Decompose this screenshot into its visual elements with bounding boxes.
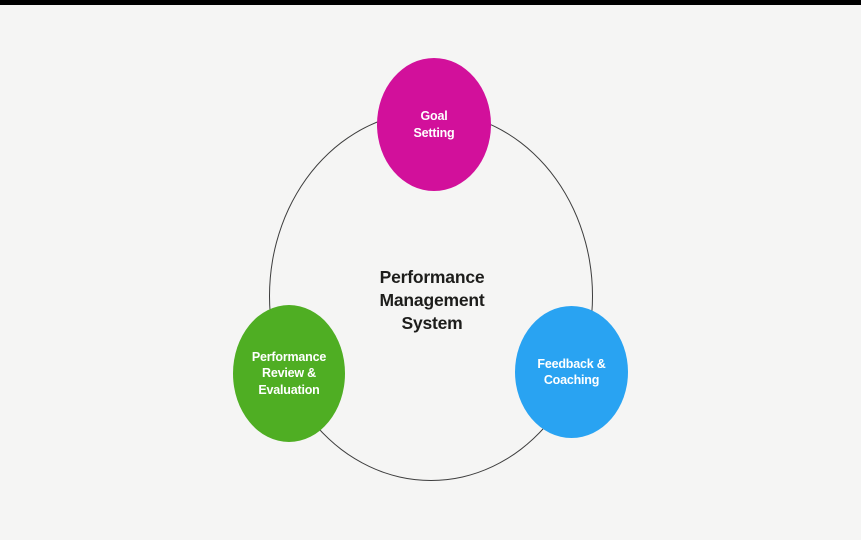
- diagram-title: Performance Management System: [379, 267, 485, 333]
- node-performance-review-evaluation: Performance Review & Evaluation: [233, 305, 345, 442]
- top-letterbox-bar: [0, 0, 861, 5]
- node-goal-setting-label: Goal Setting: [413, 109, 455, 140]
- node-feedback-coaching-label: Feedback & Coaching: [537, 356, 606, 388]
- node-goal-setting: Goal Setting: [377, 58, 491, 191]
- node-performance-review-evaluation-label: Performance Review & Evaluation: [251, 349, 327, 397]
- node-feedback-coaching: Feedback & Coaching: [515, 306, 628, 438]
